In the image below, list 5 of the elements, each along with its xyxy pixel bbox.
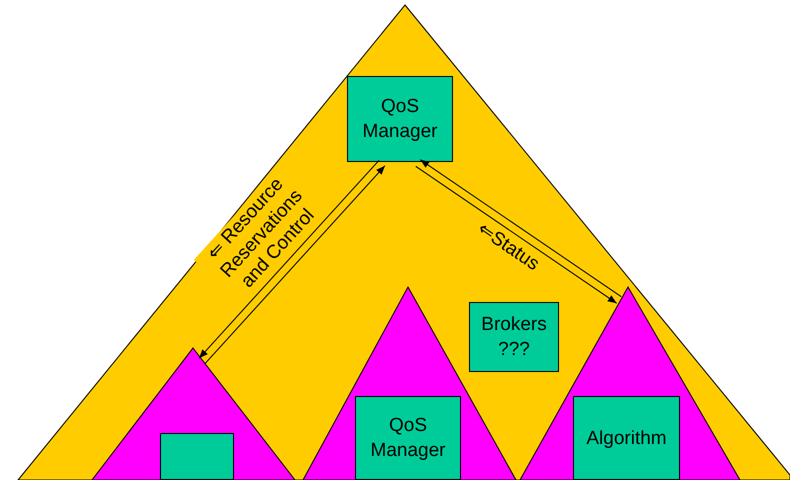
empty-box [160, 433, 234, 480]
process-box: Algorithm [573, 396, 680, 480]
process-box: Brokers ??? [469, 302, 559, 372]
process-box: QoS Manager [347, 76, 453, 162]
process-box: QoS Manager [355, 396, 461, 480]
